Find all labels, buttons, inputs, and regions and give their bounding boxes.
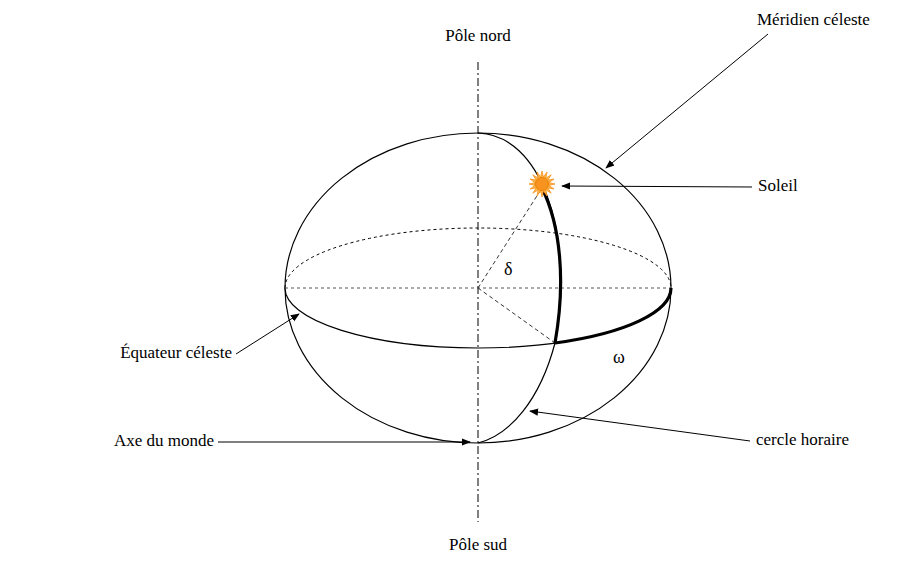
world-axis: [478, 62, 479, 522]
hour-angle-arc: [555, 288, 671, 343]
leader-arrow: [606, 34, 768, 168]
equator-back: [285, 228, 671, 288]
sun-disc: [536, 178, 549, 191]
leader-arrow: [236, 314, 299, 354]
leader-arrow: [218, 442, 470, 443]
leader-arrow: [562, 186, 752, 187]
angle-label: ω: [612, 347, 626, 369]
hour-circle-label: cercle horaire: [756, 430, 849, 450]
declination-arc: [542, 188, 561, 343]
sphere-outline: [285, 133, 671, 443]
sun-symbol: [529, 171, 555, 197]
hour-radius: [478, 288, 555, 343]
equator-label: Équateur céleste: [120, 343, 232, 363]
sun-radius: [478, 188, 542, 288]
sun-label: Soleil: [758, 176, 798, 196]
pole-label: Pôle sud: [449, 535, 507, 555]
pole-label: Pôle nord: [445, 26, 511, 46]
angle-label: δ: [503, 259, 513, 281]
axis-label: Axe du monde: [114, 431, 214, 451]
sun-rays: [529, 171, 555, 197]
equator-front: [285, 288, 671, 348]
meridian-label: Méridien céleste: [757, 10, 870, 30]
leader-arrow: [530, 411, 750, 441]
hour-circle: [478, 133, 561, 443]
